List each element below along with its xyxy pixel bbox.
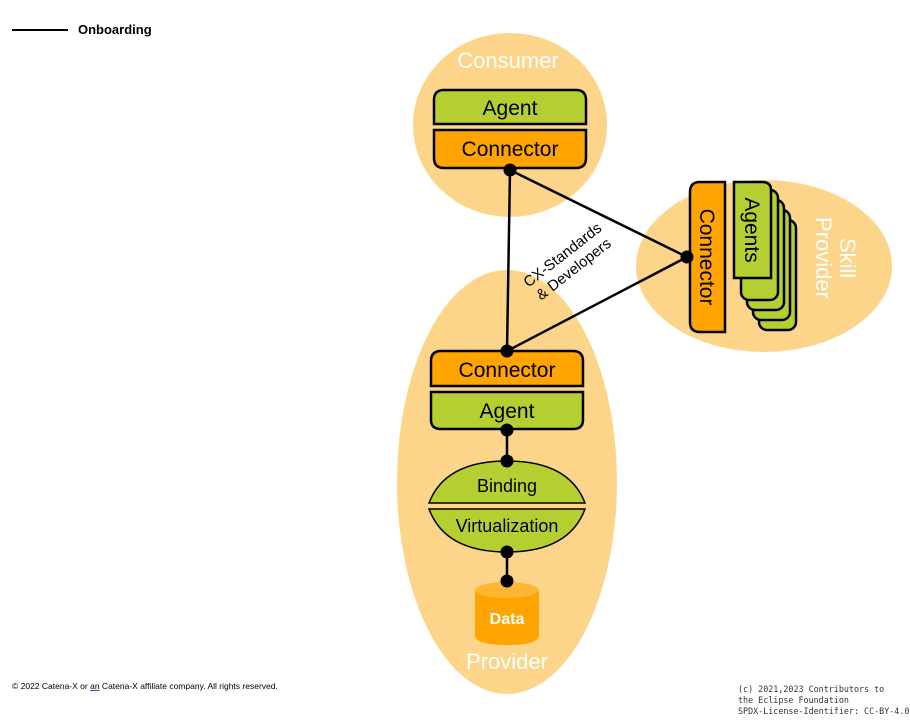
onboarding-line-consumer-provider (505, 169, 512, 352)
legend-line (12, 28, 68, 31)
skill-provider-title-line2: Provider (811, 217, 836, 299)
copyright-prefix: © 2022 Catena-X or (12, 681, 91, 691)
skill-connector-box (688, 180, 727, 334)
onboarding-line-consumer-skill (509, 168, 688, 259)
data-label: Data (490, 611, 525, 628)
skill-connector-label: Connector (695, 209, 718, 306)
skill-connector-dot (680, 250, 694, 264)
consumer-connector-dot (503, 163, 517, 177)
provider-agent-label: Agent (480, 400, 535, 423)
provider-agent-dot (500, 423, 514, 437)
consumer-title: Consumer (457, 48, 558, 73)
data-cylinder (475, 590, 539, 645)
skill-agent-card-1 (732, 180, 773, 280)
legend: Onboarding (12, 22, 152, 37)
data-dot (500, 574, 514, 588)
provider-connector-box (429, 349, 585, 388)
provider-connector-label: Connector (459, 359, 556, 382)
onboarding-line-provider-skill (506, 255, 688, 353)
legend-label: Onboarding (78, 22, 152, 37)
provider-connector-dot (500, 344, 514, 358)
data-cylinder-top (475, 582, 539, 598)
skill-agents-label: Agents (740, 197, 763, 262)
consumer-agent-box (432, 88, 588, 126)
license-notice: (c) 2021,2023 Contributors to the Eclips… (738, 684, 910, 716)
copyright-suffix: Catena-X affiliate company. All rights r… (99, 681, 278, 691)
copyright-an: an (90, 681, 100, 691)
copyright-notice: © 2022 Catena-X or an Catena-X affiliate… (12, 681, 278, 691)
binding-dot (500, 454, 514, 468)
binding-label: Binding (477, 476, 537, 496)
provider-agent-box (429, 390, 585, 431)
consumer-agent-label: Agent (483, 97, 538, 120)
virtualization-label: Virtualization (456, 516, 559, 536)
consumer-connector-box (432, 128, 588, 170)
virtualization-dot (500, 545, 514, 559)
skill-provider-title-line1: Skill (835, 238, 860, 278)
consumer-connector-label: Connector (462, 138, 559, 161)
provider-title: Provider (466, 649, 548, 674)
